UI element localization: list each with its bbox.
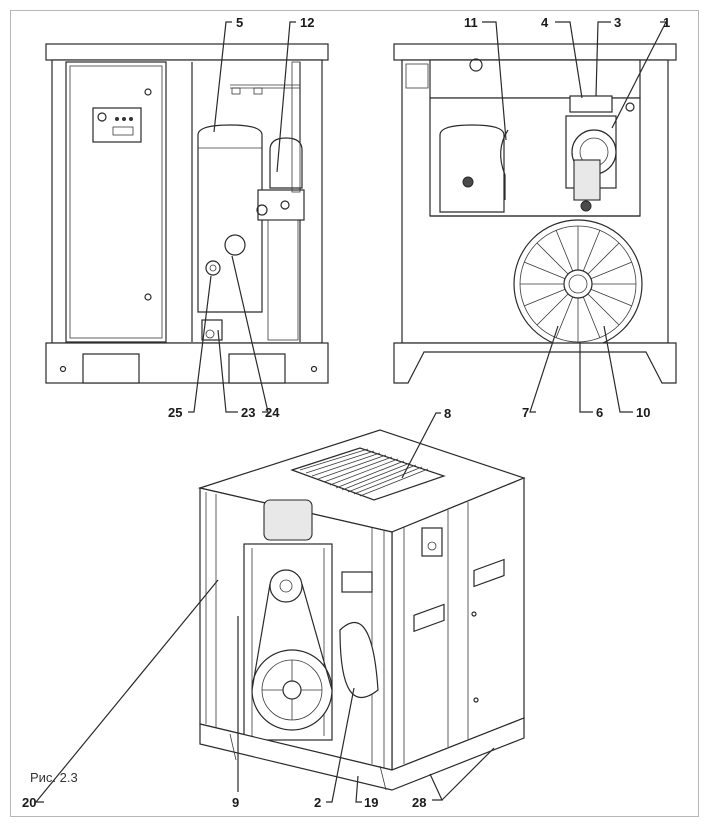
callout-8: 8 — [444, 406, 451, 421]
callout-5: 5 — [236, 15, 243, 30]
left-view-side-panel — [65, 61, 167, 343]
iso-fan — [339, 621, 379, 699]
figure-caption: Рис. 2.3 — [30, 770, 78, 785]
callout-10: 10 — [636, 405, 650, 420]
callout-labels: 5 12 11 4 3 1 25 23 24 7 6 10 8 20 9 2 1… — [22, 15, 670, 810]
callout-19: 19 — [364, 795, 378, 810]
left-view-top-cover — [45, 43, 329, 61]
callout-23: 23 — [241, 405, 255, 420]
receiver-tank — [197, 124, 263, 313]
callout-28: 28 — [412, 795, 426, 810]
callout-3: 3 — [614, 15, 621, 30]
callout-11: 11 — [464, 15, 478, 30]
drive-belt — [251, 583, 333, 691]
callout-25: 25 — [168, 405, 182, 420]
right-view-top-cover — [393, 43, 677, 61]
iso-base — [199, 717, 525, 791]
callout-4: 4 — [541, 15, 549, 30]
callout-9: 9 — [232, 795, 239, 810]
oil-sight-glass — [205, 260, 221, 276]
right-view-base — [393, 342, 677, 384]
callout-6: 6 — [596, 405, 603, 420]
motor-pulley — [269, 569, 303, 603]
forklift-slot-1 — [413, 603, 445, 633]
rear-receiver-tank — [439, 124, 505, 213]
callout-20: 20 — [22, 795, 36, 810]
intake-valve — [569, 95, 613, 113]
air-filter — [224, 234, 246, 256]
cooling-fan — [513, 219, 643, 349]
callout-7: 7 — [522, 405, 529, 420]
callout-24: 24 — [265, 405, 280, 420]
callout-1: 1 — [663, 15, 670, 30]
iso-filter — [263, 499, 313, 541]
leader-lines — [34, 21, 667, 803]
left-view — [45, 43, 329, 384]
right-view — [393, 43, 677, 384]
callout-2: 2 — [314, 795, 321, 810]
forklift-slot-2 — [473, 558, 505, 588]
callout-12: 12 — [300, 15, 314, 30]
iso-view — [197, 429, 526, 791]
